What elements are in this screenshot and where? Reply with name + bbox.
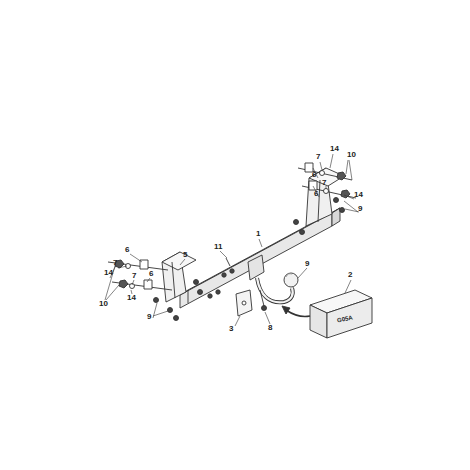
callout-number: 9 — [358, 205, 362, 213]
callout-number: 9 — [305, 260, 309, 268]
callout-number: 3 — [229, 325, 233, 333]
callout-number: 10 — [99, 300, 108, 308]
callout-number: 14 — [354, 191, 363, 199]
callout-number: 1 — [256, 230, 260, 238]
callout-number: 10 — [347, 151, 356, 159]
callout-number: 7 — [113, 259, 117, 267]
callout-number: 9 — [147, 313, 151, 321]
callout-number: 6 — [312, 171, 316, 179]
callout-number: 5 — [183, 251, 187, 259]
callout-number: 6 — [149, 270, 153, 278]
callout-number: 14 — [330, 145, 339, 153]
callout-number: 7 — [316, 153, 320, 161]
callout-number: 11 — [214, 243, 222, 251]
callout-number: 7 — [322, 179, 326, 187]
callout-number: 8 — [268, 324, 272, 332]
callout-number: 14 — [127, 294, 136, 302]
callout-number: 7 — [132, 272, 136, 280]
callout-number: 2 — [348, 271, 352, 279]
callout-number: 14 — [104, 269, 113, 277]
callout-number: 6 — [125, 246, 129, 254]
callout-number: 6 — [314, 190, 318, 198]
